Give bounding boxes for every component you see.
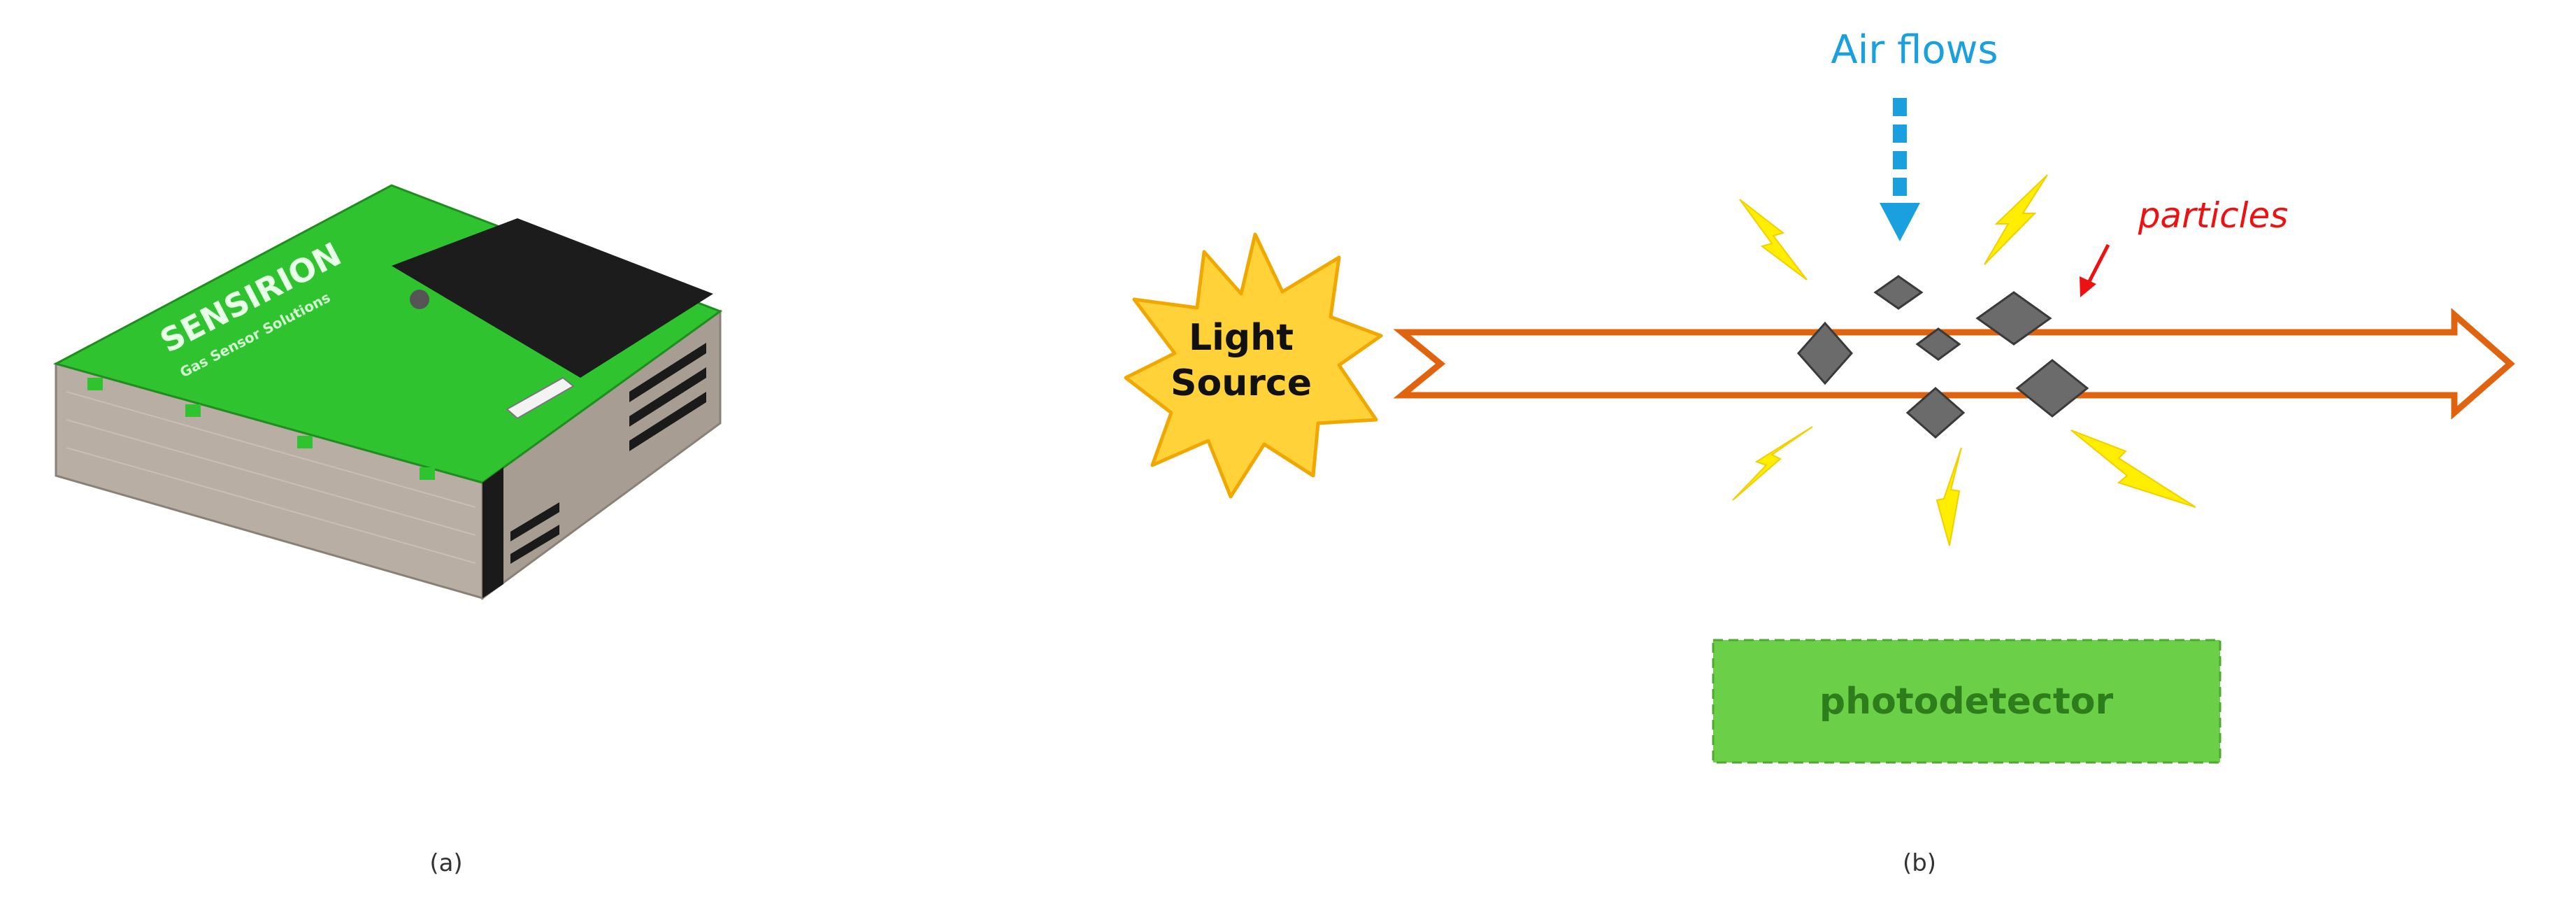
sensor-tabs xyxy=(87,378,435,480)
panel-a: SENSIRION Gas Sensor Solutions (a) xyxy=(52,184,723,877)
metal-texture xyxy=(66,391,476,564)
sensor-screw xyxy=(410,290,429,309)
lightning-bolt-icon xyxy=(1732,426,1813,501)
sensor-vents xyxy=(510,343,706,564)
lightning-bolt-icon xyxy=(1739,199,1808,281)
lightning-bolt-icon xyxy=(2070,430,2196,508)
sensor-edge-strip xyxy=(482,467,503,598)
particle xyxy=(1905,387,1966,439)
particle xyxy=(1873,275,1924,310)
sensor-top-cover xyxy=(392,218,713,378)
panel-b: Light Source Air flows particles xyxy=(1124,27,2515,877)
light-source: Light Source xyxy=(1124,232,1383,499)
light-beam-arrow xyxy=(1393,308,2515,420)
caption-a: (a) xyxy=(429,849,462,877)
photodetector-label: photodetector xyxy=(1819,681,2114,723)
lightning-bolt-icon xyxy=(1984,174,2048,265)
caption-b: (b) xyxy=(1903,849,1936,877)
air-flow-arrowhead xyxy=(1880,203,1920,241)
particles-pointer-arrow xyxy=(2080,243,2110,297)
lightning-bolt-icon xyxy=(1935,447,1962,546)
air-flow-label: Air flows xyxy=(1831,27,1998,73)
particle xyxy=(2015,359,2089,418)
particle xyxy=(1975,291,2052,346)
particles-label: particles xyxy=(2138,195,2289,236)
sensor-module-illustration: SENSIRION Gas Sensor Solutions xyxy=(52,184,723,600)
photodetector-box xyxy=(1712,639,2221,764)
scattered-light xyxy=(1732,174,2196,546)
light-source-label-line1: Light xyxy=(1189,317,1294,359)
photodetector: photodetector xyxy=(1712,639,2221,764)
particle xyxy=(1915,327,1961,361)
light-source-label-line2: Source xyxy=(1171,362,1312,404)
air-flow-arrow xyxy=(1880,98,1920,241)
particles xyxy=(1796,275,2089,439)
particle xyxy=(1796,321,1854,385)
sensor-slot xyxy=(506,376,575,420)
star-shape xyxy=(1124,232,1383,499)
